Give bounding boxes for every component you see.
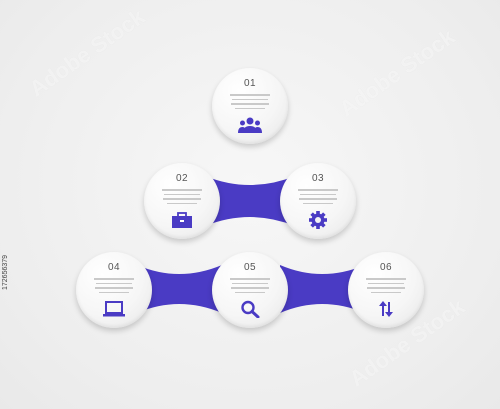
people-icon (238, 117, 262, 133)
up-down-arrows-icon (379, 301, 393, 317)
step-circle-05: 05 (212, 252, 288, 328)
step-number: 06 (379, 262, 393, 273)
step-text-placeholder (94, 278, 134, 296)
step-number: 02 (175, 173, 189, 184)
step-circle-03: 03 (280, 163, 356, 239)
gear-icon (309, 211, 327, 229)
step-number: 03 (311, 173, 325, 184)
step-circle-02: 02 (144, 163, 220, 239)
briefcase-icon (172, 212, 192, 228)
step-text-placeholder (366, 278, 406, 296)
step-number: 01 (243, 78, 257, 89)
step-text-placeholder (230, 278, 270, 296)
connector-04-05 (137, 265, 222, 313)
step-circle-01: 01 (212, 68, 288, 144)
stock-watermark: Adobe Stock (24, 3, 150, 102)
search-icon (241, 300, 260, 318)
connector-02-03 (205, 176, 295, 226)
stock-watermark: Adobe Stock (334, 23, 460, 122)
laptop-icon (103, 301, 125, 317)
step-number: 04 (107, 262, 121, 273)
step-text-placeholder (298, 189, 338, 207)
connector-05-06 (280, 265, 365, 313)
step-circle-06: 06 (348, 252, 424, 328)
step-number: 05 (243, 262, 257, 273)
step-text-placeholder (162, 189, 202, 207)
stock-id-watermark: 172656379 (2, 254, 9, 290)
step-circle-04: 04 (76, 252, 152, 328)
step-text-placeholder (230, 94, 270, 112)
